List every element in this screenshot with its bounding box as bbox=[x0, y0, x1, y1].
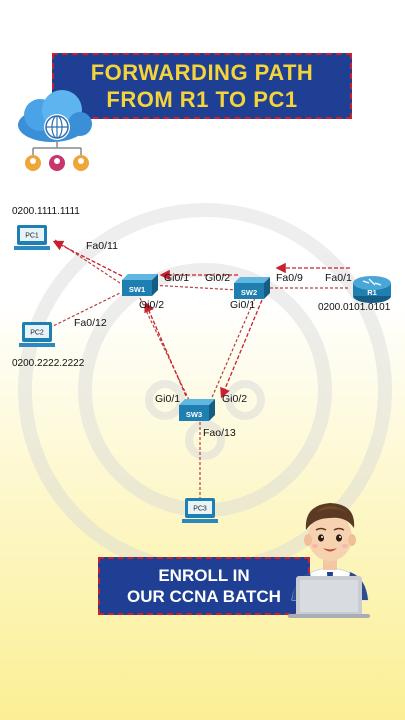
pc1-icon: PC1 bbox=[14, 225, 50, 250]
title-line-2: FROM R1 TO PC1 bbox=[106, 87, 298, 112]
enroll-banner[interactable]: ENROLL IN OUR CCNA BATCH bbox=[98, 557, 310, 615]
link-sw2-sw3 bbox=[209, 297, 256, 403]
port-sw3-fa013: Fao/13 bbox=[203, 427, 236, 439]
port-r1-fa01: Fa0/1 bbox=[325, 272, 352, 284]
sw1-icon: SW1 bbox=[122, 274, 158, 296]
link-pc2-sw1 bbox=[44, 292, 121, 331]
path-arrow-sw1-to-pc1 bbox=[52, 240, 123, 277]
pc2-mac: 0200.2222.2222 bbox=[12, 358, 85, 369]
port-sw2-gi01: Gi0/1 bbox=[230, 299, 256, 311]
enroll-line-1: ENROLL IN bbox=[158, 566, 250, 585]
title-banner: FORWARDING PATH FROM R1 TO PC1 bbox=[52, 53, 352, 119]
sw1-label: SW1 bbox=[129, 285, 145, 294]
port-sw2-gi02: Gi0/2 bbox=[205, 272, 231, 284]
pc2-icon: PC2 bbox=[19, 322, 55, 347]
port-sw1-gi02: Gi0/2 bbox=[139, 299, 165, 311]
enroll-line-2: OUR CCNA BATCH bbox=[127, 587, 281, 606]
pc1-label: PC1 bbox=[25, 233, 39, 240]
path-arrow-sw2-to-sw3 bbox=[220, 299, 263, 399]
sw3-icon: SW3 bbox=[179, 399, 215, 421]
pc2-label: PC2 bbox=[30, 330, 44, 337]
port-sw3-gi01: Gi0/1 bbox=[155, 393, 181, 405]
port-sw1-gi01: Gi0/1 bbox=[164, 272, 190, 284]
pc1-mac: 0200.1111.1111 bbox=[12, 206, 80, 217]
r1-mac: 0200.0101.0101 bbox=[318, 302, 391, 313]
pc3-label: PC3 bbox=[193, 506, 207, 513]
sw2-icon: SW2 bbox=[234, 277, 270, 299]
sw3-label: SW3 bbox=[186, 410, 202, 419]
port-sw3-gi02: Gi0/2 bbox=[222, 393, 248, 405]
pc3-icon: PC3 bbox=[182, 498, 218, 523]
path-arrow-sw3-to-sw1 bbox=[144, 301, 187, 397]
sw2-label: SW2 bbox=[241, 288, 257, 297]
title-line-1: FORWARDING PATH bbox=[90, 60, 314, 85]
r1-label: R1 bbox=[367, 288, 377, 297]
port-sw1-fa012: Fa0/12 bbox=[74, 317, 107, 329]
port-sw1-fa011: Fa0/11 bbox=[86, 240, 118, 252]
router-r1-icon: R1 bbox=[353, 276, 391, 303]
port-sw2-fa09: Fa0/9 bbox=[276, 272, 303, 284]
